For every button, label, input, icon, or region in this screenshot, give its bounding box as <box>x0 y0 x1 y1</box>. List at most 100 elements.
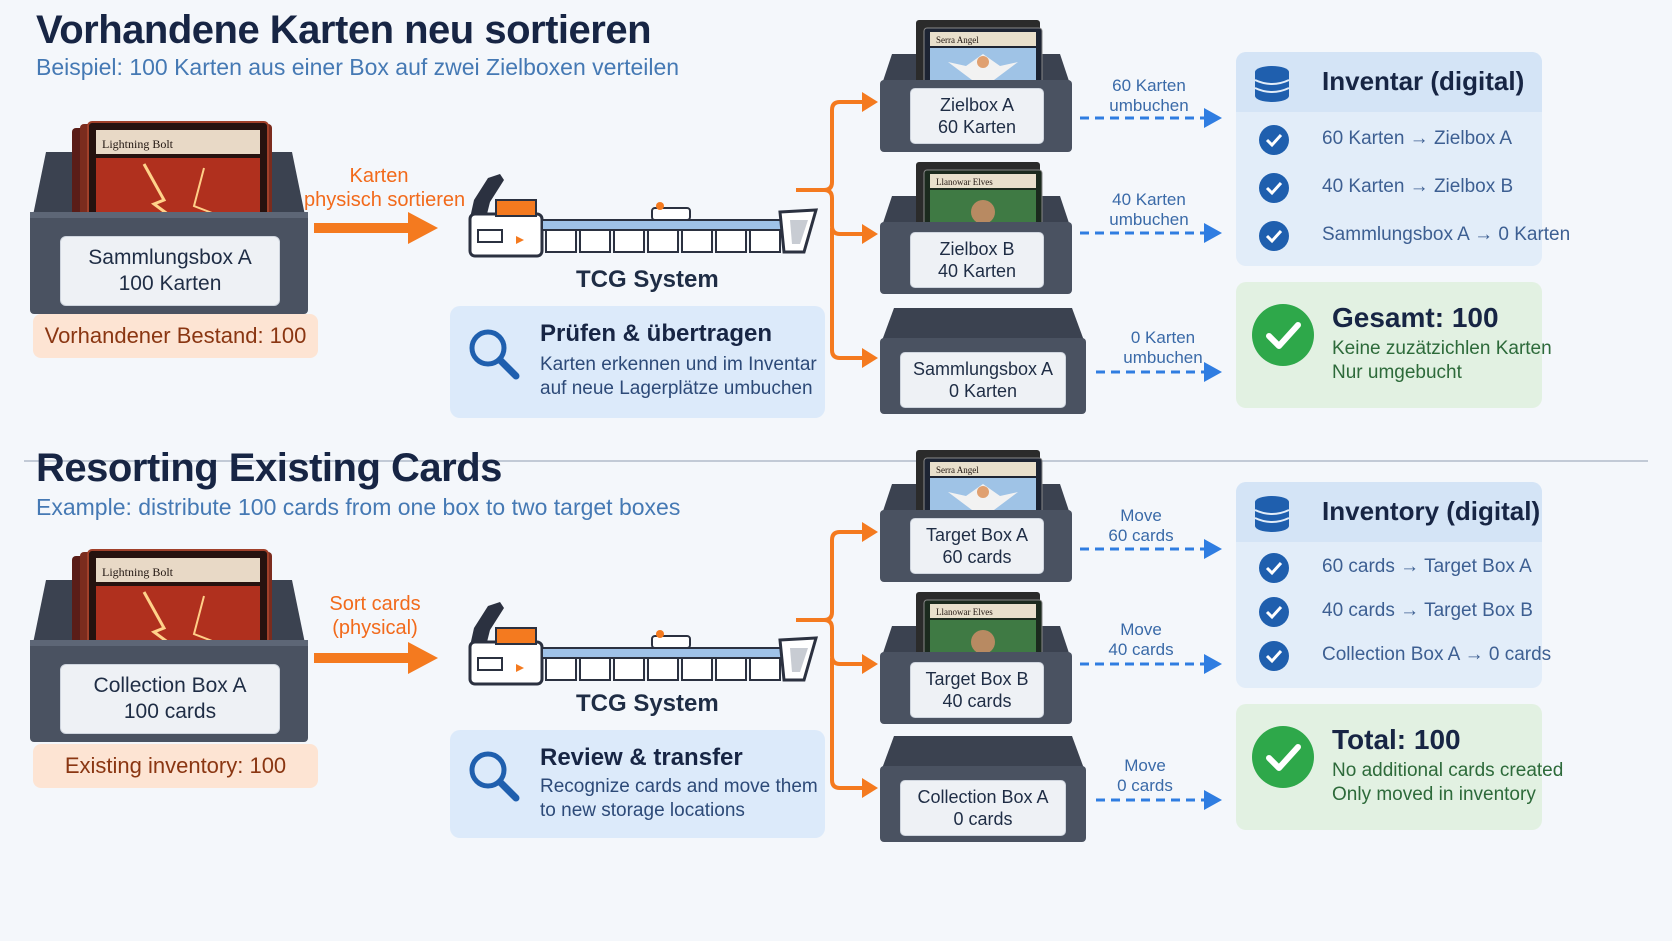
sort-label: Karten physisch sortieren <box>304 164 466 212</box>
target-box-count: 0 Karten <box>948 381 1018 401</box>
section-title-de: Vorhandene Karten neu sortieren <box>36 8 652 52</box>
target-box-name: Target Box A <box>925 525 1029 545</box>
move-label-line1: Move <box>1120 620 1162 639</box>
move-label-line1: 0 Karten <box>1130 328 1196 347</box>
stock-pill: Existing inventory: 100 <box>33 744 318 788</box>
dashed-arrow-icon <box>1080 223 1222 243</box>
target-box-label: Sammlungsbox A 0 Karten <box>900 352 1066 408</box>
dashed-arrow-icon <box>1080 539 1222 559</box>
target-box-b: Llanowar Elves Target Box B 40 cards <box>876 586 1076 726</box>
target-box-a: Serra Angel Zielbox A 60 Karten <box>876 14 1076 154</box>
move-label: 0 Karten umbuchen <box>1104 328 1222 368</box>
branch-arrows <box>796 522 878 798</box>
target-box-name: Sammlungsbox A <box>912 359 1054 379</box>
inventory-title: Inventory (digital) <box>1322 496 1541 526</box>
section-divider <box>24 460 1648 462</box>
total-panel: Gesamt: 100 Keine zuzätzichlen Karten Nu… <box>1236 282 1552 408</box>
database-icon <box>1254 66 1290 102</box>
target-box-label: Target Box A 60 cards <box>910 518 1044 574</box>
sort-arrow-icon <box>314 642 438 674</box>
tcg-system-label: TCG System <box>576 690 719 717</box>
tcg-scanner-machine <box>468 602 819 686</box>
source-box-count: 100 Karten <box>118 272 222 295</box>
branch-arrows <box>796 92 878 368</box>
total-line2: Only moved in inventory <box>1332 784 1536 805</box>
dashed-arrow-icon <box>1096 790 1222 810</box>
target-box-b: Llanowar Elves Zielbox B 40 Karten <box>876 156 1076 296</box>
inventory-row: 60 Karten → Zielbox A <box>1322 128 1513 149</box>
move-label-line1: 60 Karten <box>1112 76 1186 95</box>
sort-label-line2: (physical) <box>332 617 418 639</box>
sort-label-line1: Sort cards <box>329 593 421 615</box>
card-name-label: Llanowar Elves <box>936 177 993 187</box>
check-circle-icon <box>1259 553 1289 583</box>
target-box-label: Zielbox B 40 Karten <box>910 232 1044 288</box>
check-circle-icon <box>1252 726 1314 788</box>
card-name-label: Lightning Bolt <box>102 565 174 579</box>
tcg-scanner-machine <box>468 174 819 258</box>
sort-arrow-icon <box>314 212 438 244</box>
stock-pill: Vorhandener Bestand: 100 <box>33 314 318 358</box>
sort-label-line1: Karten <box>349 165 409 187</box>
move-label: Move 60 cards <box>1082 506 1200 546</box>
source-box-count: 100 cards <box>123 700 217 723</box>
move-label-line1: 40 Karten <box>1112 190 1186 209</box>
move-label-line2: umbuchen <box>1123 348 1203 367</box>
target-box-count: 60 cards <box>942 547 1012 567</box>
tcg-system-label: TCG System <box>576 266 719 293</box>
target-box-a: Serra Angel Target Box A 60 cards <box>876 444 1076 584</box>
sort-label-line2: physisch sortieren <box>304 189 466 211</box>
target-box-label: Zielbox A 60 Karten <box>910 88 1044 144</box>
move-label-line2: umbuchen <box>1109 210 1189 229</box>
card-name-label: Serra Angel <box>936 465 979 475</box>
card-name-label: Serra Angel <box>936 35 979 45</box>
check-circle-icon <box>1259 125 1289 155</box>
target-box-name: Zielbox B <box>939 239 1015 259</box>
source-box-name: Sammlungsbox A <box>88 246 252 269</box>
total-line2: Nur umgebucht <box>1332 362 1462 383</box>
total-title: Gesamt: 100 <box>1332 302 1499 333</box>
review-panel: Review & transfer Recognize cards and mo… <box>450 730 825 838</box>
section-title-en: Resorting Existing Cards <box>36 446 502 490</box>
card-name-label: Llanowar Elves <box>936 607 993 617</box>
inventory-row: Collection Box A → 0 cards <box>1322 644 1552 665</box>
move-label: 60 Karten umbuchen <box>1090 76 1208 116</box>
review-title: Review & transfer <box>540 744 743 771</box>
review-line2: to new storage locations <box>540 800 745 821</box>
section-subtitle-en: Example: distribute 100 cards from one b… <box>36 494 681 520</box>
review-line1: Recognize cards and move them <box>540 776 818 797</box>
move-label-line2: 40 cards <box>1108 640 1174 659</box>
empty-source-box: Collection Box A 0 cards <box>876 730 1090 844</box>
source-box: Lightning Bolt Collection Box A 100 card… <box>24 548 314 748</box>
review-line2: auf neue Lagerplätze umbuchen <box>540 378 813 399</box>
target-box-count: 40 Karten <box>937 261 1017 281</box>
move-label: Move 0 cards <box>1086 756 1204 796</box>
inventory-title: Inventar (digital) <box>1322 66 1525 96</box>
inventory-panel: Inventory (digital) 60 cards → Target Bo… <box>1236 482 1551 688</box>
review-title: Prüfen & übertragen <box>540 320 773 347</box>
inventory-row: 40 Karten → Zielbox B <box>1322 176 1514 197</box>
check-circle-icon <box>1259 597 1289 627</box>
total-line1: No additional cards created <box>1332 760 1564 781</box>
source-box-label: Sammlungsbox A 100 Karten <box>60 236 280 306</box>
sort-label: Sort cards (physical) <box>300 592 450 640</box>
magnifier-icon <box>469 751 520 802</box>
target-box-label: Target Box B 40 cards <box>910 662 1044 718</box>
review-line1: Karten erkennen und im Inventar <box>540 354 817 375</box>
target-box-name: Collection Box A <box>917 787 1049 807</box>
move-label-line2: 0 cards <box>1117 776 1173 795</box>
inventory-row: 60 cards → Target Box A <box>1322 556 1532 577</box>
target-box-count: 60 Karten <box>937 117 1017 137</box>
target-box-name: Target Box B <box>925 669 1029 689</box>
inventory-row: Sammlungsbox A → 0 Karten <box>1322 224 1571 245</box>
target-box-label: Collection Box A 0 cards <box>900 780 1066 836</box>
source-box-label: Collection Box A 100 cards <box>60 664 280 734</box>
source-box-name: Collection Box A <box>93 674 247 697</box>
dashed-arrow-icon <box>1080 654 1222 674</box>
review-panel: Prüfen & übertragen Karten erkennen und … <box>450 306 825 418</box>
move-label-line1: Move <box>1124 756 1166 775</box>
check-circle-icon <box>1259 641 1289 671</box>
move-label: Move 40 cards <box>1082 620 1200 660</box>
check-circle-icon <box>1259 221 1289 251</box>
inventory-panel: Inventar (digital) 60 Karten → Zielbox A… <box>1236 52 1570 266</box>
